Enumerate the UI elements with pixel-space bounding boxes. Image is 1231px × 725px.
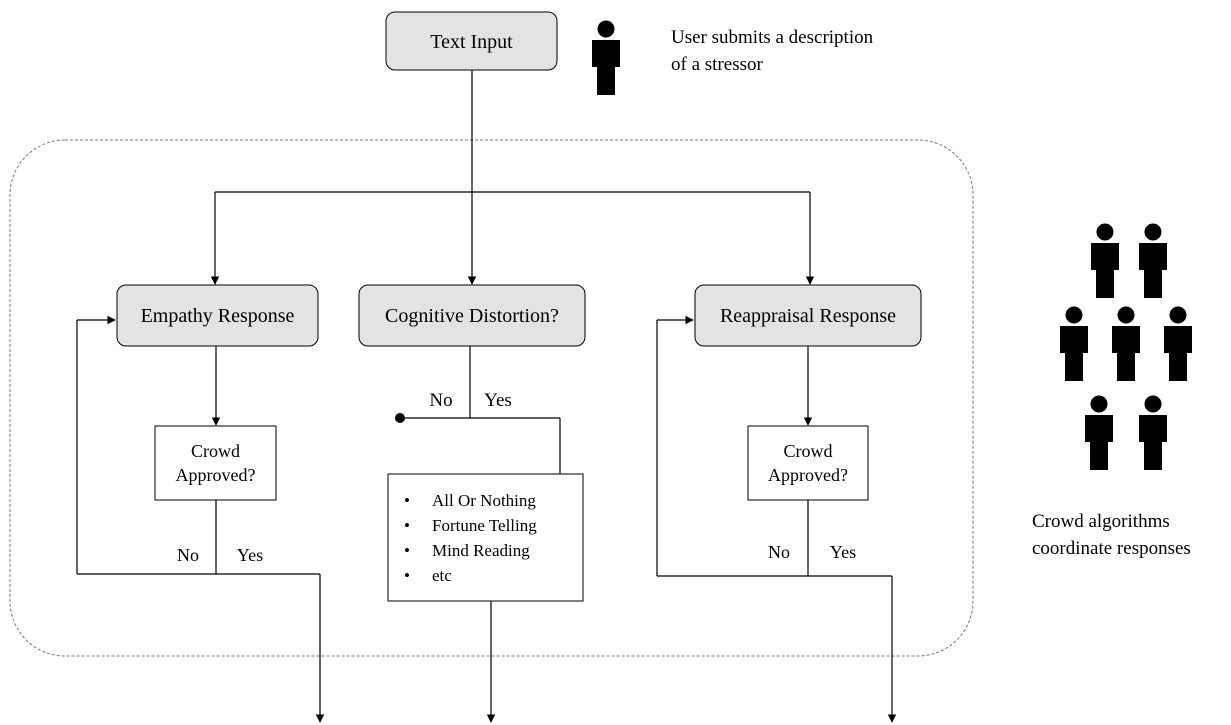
connector-lines [76, 70, 897, 723]
left-no-label: No [177, 545, 199, 565]
crowd-approved-left-line1: Crowd [191, 441, 240, 461]
middle-yes-label: Yes [484, 390, 512, 411]
distortion-list-item: • All Or Nothing [404, 491, 536, 510]
left-yes-label: Yes [237, 545, 263, 565]
no-branch-terminal-dot [395, 413, 405, 423]
empathy-response-node: Empathy Response [116, 284, 319, 347]
text-input-node: Text Input [385, 11, 558, 71]
crowd-process-boundary [9, 139, 974, 657]
distortion-list-item-label: Fortune Telling [432, 516, 537, 535]
distortion-list-item-label: etc [432, 566, 452, 585]
cognitive-distortion-label: Cognitive Distortion? [385, 305, 559, 327]
user-annotation-line1: User submits a description [671, 27, 874, 48]
text-input-label: Text Input [430, 31, 513, 53]
crowd-annotation-line1: Crowd algorithms [1032, 511, 1170, 532]
bullet-icon: • [404, 516, 410, 535]
reappraisal-response-label: Reappraisal Response [720, 305, 896, 327]
right-yes-label: Yes [830, 542, 856, 562]
crowd-approved-right-line2: Approved? [768, 465, 848, 485]
person-icon [592, 20, 620, 95]
distortion-list-item-label: All Or Nothing [432, 491, 536, 510]
user-annotation-line2: of a stressor [671, 54, 763, 75]
bullet-icon: • [404, 491, 410, 510]
bullet-icon: • [404, 541, 410, 560]
crowd-approved-right-node: Crowd Approved? [747, 425, 869, 501]
middle-no-label: No [429, 390, 452, 411]
crowd-icon [1060, 223, 1192, 470]
bullet-icon: • [404, 566, 410, 585]
crowd-approved-right-line1: Crowd [784, 441, 833, 461]
distortion-list-item: • Mind Reading [404, 541, 530, 560]
distortion-list-item: • etc [404, 566, 452, 585]
empathy-response-label: Empathy Response [141, 305, 295, 327]
distortion-list-node: • All Or Nothing • Fortune Telling • Min… [387, 473, 584, 602]
cognitive-distortion-node: Cognitive Distortion? [358, 284, 586, 347]
right-no-label: No [768, 542, 790, 562]
reappraisal-response-node: Reappraisal Response [694, 284, 922, 347]
crowd-annotation-line2: coordinate responses [1032, 538, 1191, 559]
crowd-approved-left-node: Crowd Approved? [154, 425, 277, 501]
crowd-approved-left-line2: Approved? [176, 465, 256, 485]
distortion-list-item-label: Mind Reading [432, 541, 530, 560]
distortion-list-item: • Fortune Telling [404, 516, 537, 535]
